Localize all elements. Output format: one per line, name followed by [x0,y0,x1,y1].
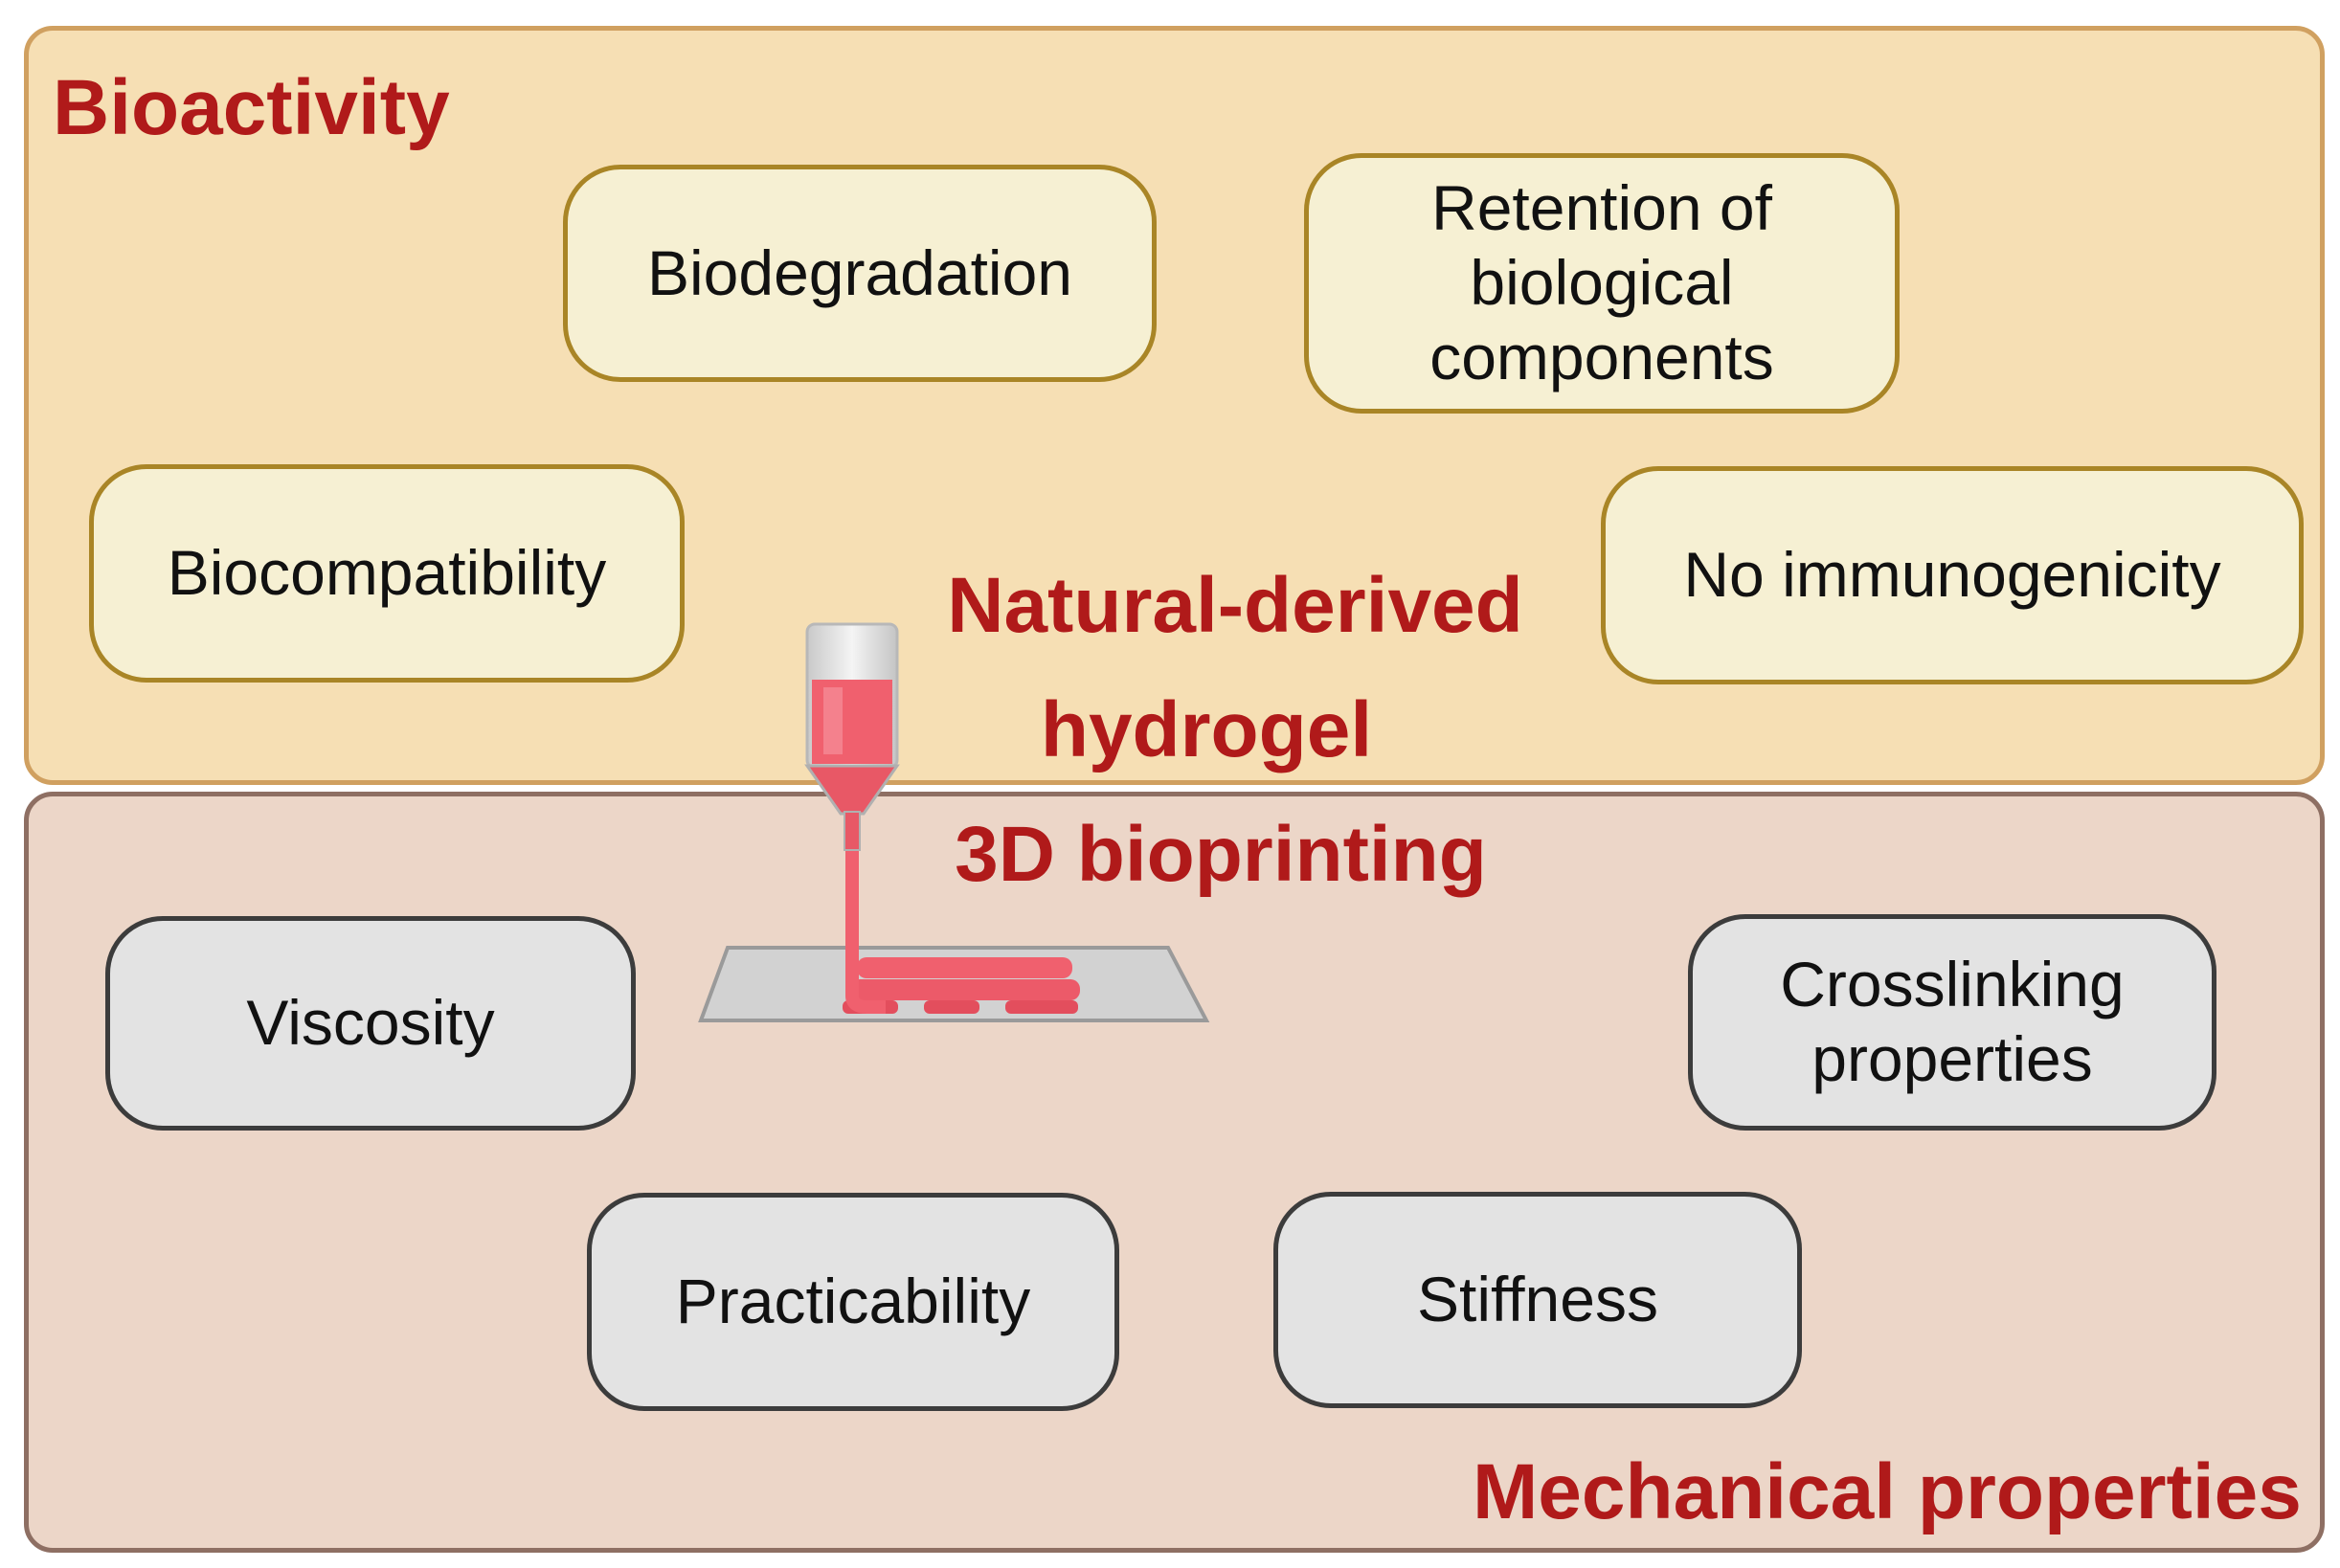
bioactivity-title: Bioactivity [53,64,450,151]
stiffness-box: Stiffness [1273,1192,1802,1408]
natural-derived-label: Natural-derived [947,562,1523,649]
bioprinting-label: 3D bioprinting [955,811,1487,898]
hydrogel-label: hydrogel [1040,686,1373,773]
biocompatibility-box: Biocompatibility [89,464,685,683]
syringe-nozzle [804,764,900,816]
no-immunogenicity-box: No immunogenicity [1601,466,2304,684]
retention-box: Retention of biological components [1304,153,1900,414]
viscosity-box: Viscosity [105,916,636,1131]
printed-hydrogel [843,957,1080,1014]
biodegradation-box: Biodegradation [563,165,1157,382]
extrusion-filament [845,814,886,1014]
crosslinking-box: Crosslinking properties [1688,914,2216,1131]
bioprinter-nozzle-icon [698,622,1210,1022]
practicability-box: Practicability [587,1193,1119,1411]
mechanical-properties-title: Mechanical properties [1473,1448,2302,1535]
